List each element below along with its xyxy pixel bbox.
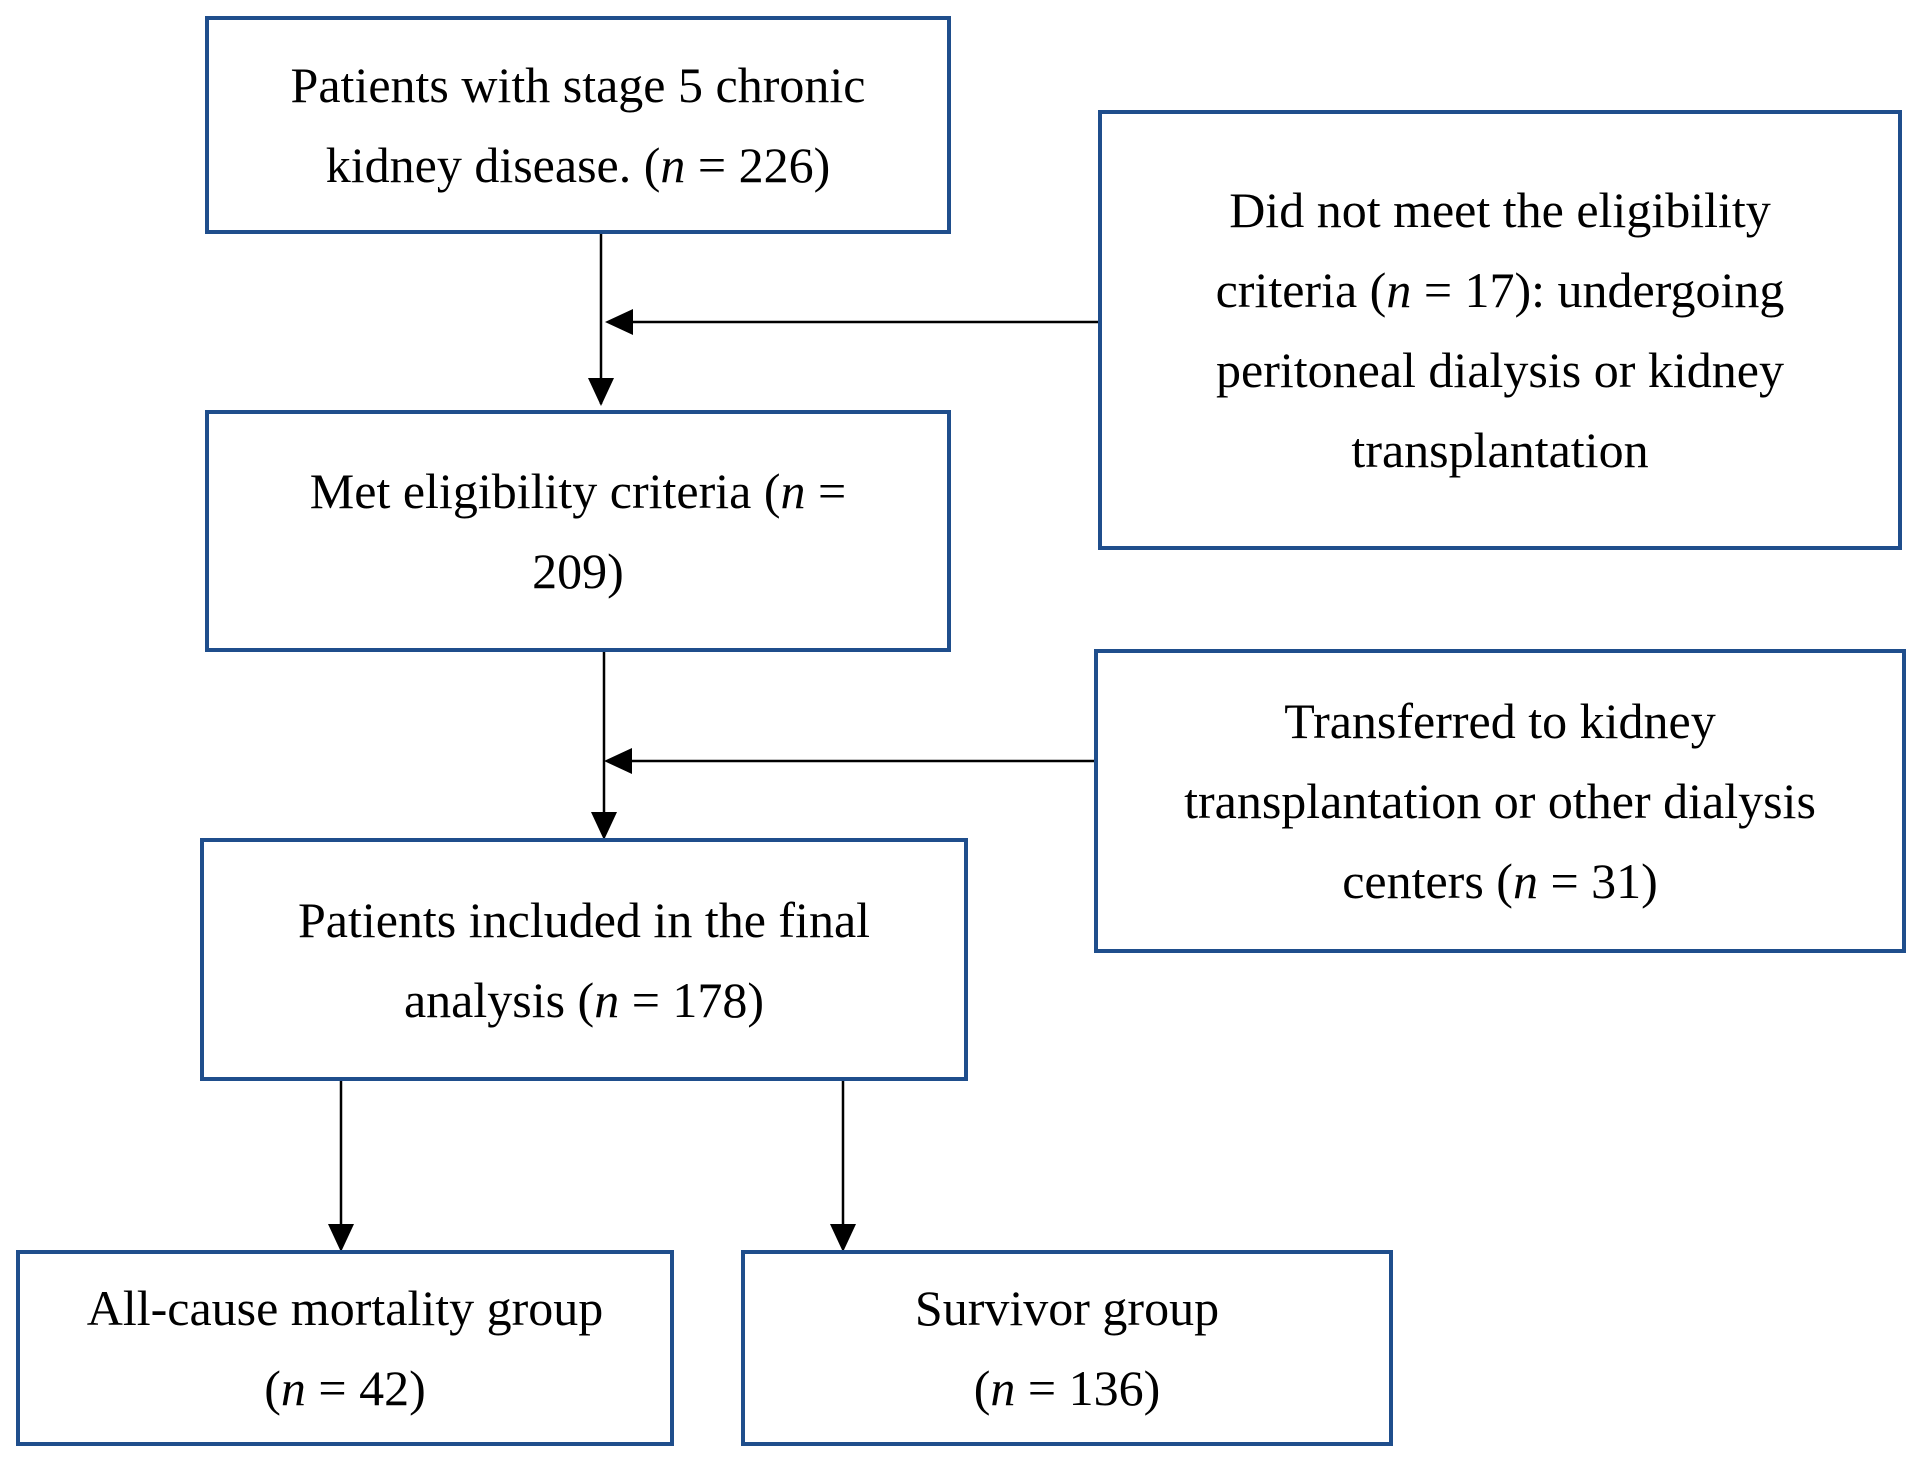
node-transferred-line-2: transplantation or other dialysis — [1184, 773, 1816, 829]
node-transferred-line-1: Transferred to kidney — [1284, 693, 1716, 749]
node-survivor-group: Survivor group (n = 136) — [741, 1250, 1393, 1446]
node-mortality-line-2: (n = 42) — [264, 1360, 426, 1416]
node-eligible-line-2: 209) — [532, 543, 624, 599]
node-excluded-criteria: Did not meet the eligibility criteria (n… — [1098, 110, 1902, 550]
arrowhead-final-to-mortality — [328, 1224, 354, 1252]
node-eligible-line-1: Met eligibility criteria (n = — [309, 463, 847, 519]
node-ckd-line-1: Patients with stage 5 chronic — [290, 57, 866, 113]
node-ckd-patients: Patients with stage 5 chronic kidney dis… — [205, 16, 951, 234]
node-mortality-line-1: All-cause mortality group — [86, 1280, 604, 1336]
node-excluded-line-3: peritoneal dialysis or kidney — [1216, 342, 1784, 398]
node-final-line-1: Patients included in the final — [297, 891, 871, 948]
node-excluded-line-4: transplantation — [1351, 422, 1649, 478]
node-final-analysis: Patients included in the final analysis … — [200, 838, 968, 1081]
arrowhead-eligible-to-final — [591, 812, 617, 840]
node-excluded-line-1: Did not meet the eligibility — [1229, 182, 1771, 238]
arrowhead-final-to-survivor — [830, 1224, 856, 1252]
node-ckd-line-2: kidney disease. (n = 226) — [325, 137, 831, 193]
arrowhead-excluded-to-main — [605, 309, 633, 335]
arrowhead-transferred-to-main — [604, 748, 632, 774]
arrowhead-ckd-to-eligible — [588, 378, 614, 406]
node-excluded-line-2: criteria (n = 17): undergoing — [1215, 262, 1785, 318]
node-eligible: Met eligibility criteria (n = 209) — [205, 410, 951, 652]
node-transferred-line-3: centers (n = 31) — [1342, 853, 1658, 909]
node-survivor-line-2: (n = 136) — [973, 1360, 1161, 1416]
node-mortality-group: All-cause mortality group (n = 42) — [16, 1250, 674, 1446]
node-transferred: Transferred to kidney transplantation or… — [1094, 649, 1906, 953]
node-final-line-2: analysis (n = 178) — [403, 971, 765, 1028]
node-survivor-line-1: Survivor group — [914, 1280, 1220, 1336]
